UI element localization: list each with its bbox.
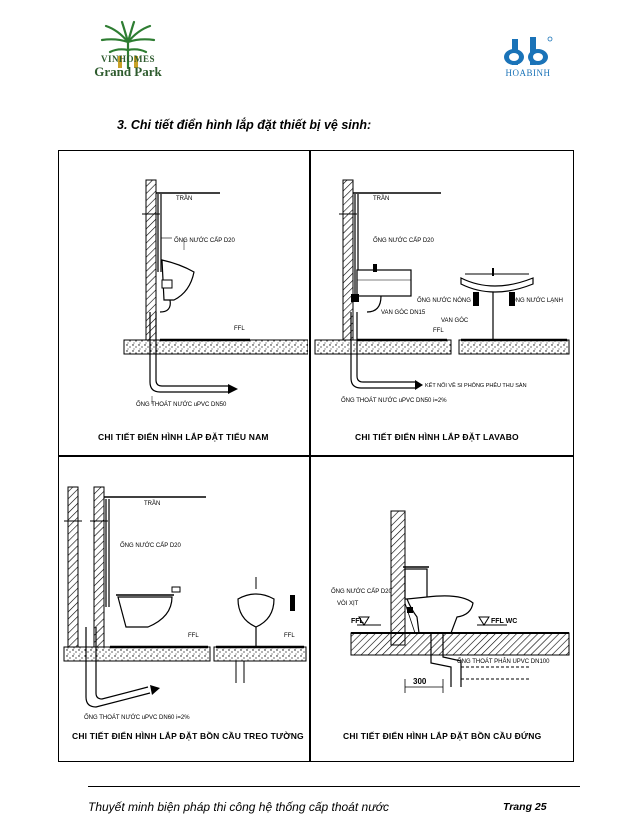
lavabo-label-valve-dn15: VAN GÓC DN15 xyxy=(381,309,426,316)
floor-toilet-dimension: 300 xyxy=(413,677,427,686)
vinhomes-logo-line2: Grand Park xyxy=(94,64,162,79)
lavabo-label-angle-valve: VAN GÓC xyxy=(441,317,469,324)
floor-toilet-label-hose: VÒI XỊT xyxy=(337,600,359,607)
floor-toilet-label-ffl-wc: FFL WC xyxy=(491,618,517,625)
floor-toilet-caption: CHI TIẾT ĐIỂN HÌNH LẮP ĐẶT BỒN CẦU ĐỨNG xyxy=(343,731,542,741)
wall-toilet-label-ffl-right: FFL xyxy=(284,633,295,639)
wall-toilet-label-drain: ỐNG THOÁT NƯỚC uPVC DN60 i=2% xyxy=(84,714,190,721)
wall-toilet-label-supply: ỐNG NƯỚC CẤP D20 xyxy=(120,542,182,549)
footer-title: Thuyết minh biện pháp thi công hệ thống … xyxy=(88,800,390,814)
floor-toilet-drawing: ỐNG NƯỚC CẤP D20 VÒI XỊT FFL FFL WC ỐNG … xyxy=(331,510,570,693)
panel-wall-hung-toilet: TRẦN ỐNG NƯỚC CẤP D20 FFL FFL ỐNG THOÁT … xyxy=(60,457,308,760)
urinal-label-ffl: FFL xyxy=(234,326,245,332)
section-heading: 3. Chi tiết điển hình lắp đặt thiết bị v… xyxy=(117,118,372,132)
wall-hung-toilet-drawing: TRẦN ỐNG NƯỚC CẤP D20 FFL FFL ỐNG THOÁT … xyxy=(63,486,307,721)
urinal-caption: CHI TIẾT ĐIỂN HÌNH LẮP ĐẶT TIỂU NAM xyxy=(98,432,269,442)
lavabo-label-hot: ỐNG NƯỚC NÓNG xyxy=(417,297,471,304)
wall-toilet-label-ceiling: TRẦN xyxy=(144,500,160,507)
lavabo-caption: CHI TIẾT ĐIỂN HÌNH LẮP ĐẶT LAVABO xyxy=(355,432,519,442)
floor-toilet-label-ffl: FFL xyxy=(351,618,365,625)
urinal-label-ceiling: TRẦN xyxy=(176,195,192,202)
lavabo-label-ceiling: TRẦN xyxy=(373,195,389,202)
panel-floor-toilet: ỐNG NƯỚC CẤP D20 VÒI XỊT FFL FFL WC ỐNG … xyxy=(311,457,573,760)
floor-toilet-label-drain: ỐNG THOÁT PHÂN UPVC DN100 xyxy=(457,658,550,665)
wall-toilet-caption: CHI TIẾT ĐIỂN HÌNH LẮP ĐẶT BỒN CẦU TREO … xyxy=(72,731,304,741)
footer-divider xyxy=(88,786,580,787)
panel-urinal: TRẦN ỐNG NƯỚC CẤP D20 FFL ỐNG THOÁT NƯỚC… xyxy=(60,152,309,454)
lavabo-label-supply: ỐNG NƯỚC CẤP D20 xyxy=(373,237,435,244)
lavabo-label-cold: ỐNG NƯỚC LẠNH xyxy=(511,297,563,304)
lavabo-label-ffl: FFL xyxy=(433,328,444,334)
wall-toilet-label-ffl-left: FFL xyxy=(188,633,199,639)
lavabo-label-drain: ỐNG THOÁT NƯỚC uPVC DN50 i=2% xyxy=(341,397,447,404)
urinal-drawing: TRẦN ỐNG NƯỚC CẤP D20 FFL ỐNG THOÁT NƯỚC… xyxy=(123,179,309,408)
page-number: Trang 25 xyxy=(503,801,547,813)
vinhomes-logo-line1: VINHOMES xyxy=(100,54,155,64)
lavabo-drawing: TRẦN ỐNG NƯỚC CẤP D20 ỐNG NƯỚC NÓNG ỐNG … xyxy=(314,179,570,404)
frame-divider-horizontal xyxy=(58,455,574,457)
lavabo-label-connection: KẾT NỐI VỀ SI PHÔNG PHỄU THU SÀN xyxy=(425,382,527,389)
hoabinh-logo-text: HOABINH xyxy=(505,68,551,78)
urinal-label-drain: ỐNG THOÁT NƯỚC uPVC DN50 xyxy=(136,401,227,408)
panel-lavabo: TRẦN ỐNG NƯỚC CẤP D20 ỐNG NƯỚC NÓNG ỐNG … xyxy=(311,152,573,454)
vinhomes-logo-icon xyxy=(100,20,156,70)
hoabinh-logo-icon xyxy=(504,36,553,65)
urinal-label-supply: ỐNG NƯỚC CẤP D20 xyxy=(174,237,236,244)
floor-toilet-label-supply: ỐNG NƯỚC CẤP D20 xyxy=(331,588,393,595)
